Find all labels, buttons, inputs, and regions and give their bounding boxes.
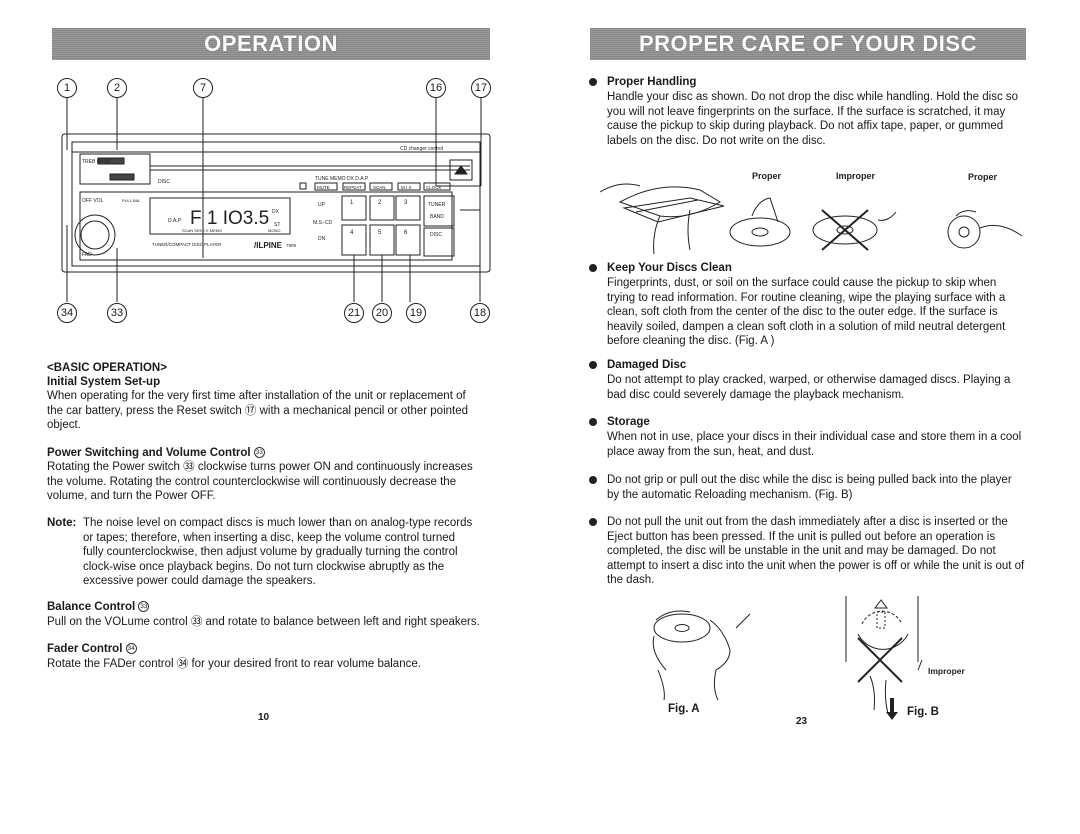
right-page: PROPER CARE OF YOUR DISC Proper Handling… bbox=[540, 0, 1080, 834]
treble-bass-label: TREB BASS bbox=[82, 159, 111, 165]
bullet-icon bbox=[589, 476, 597, 484]
preset-6-label: 6 bbox=[404, 230, 408, 236]
balance-title: Balance Control bbox=[47, 601, 136, 613]
cd-changer-label: CD changer control bbox=[400, 146, 443, 152]
basic-operation-heading: <BASIC OPERATION> bbox=[47, 362, 167, 374]
callout-18: 18 bbox=[470, 303, 490, 323]
clock-button-label: CLOCK bbox=[426, 185, 442, 190]
up-label: UP bbox=[318, 202, 326, 208]
callout-19: 19 bbox=[406, 303, 426, 323]
preset-4-label: 4 bbox=[350, 230, 354, 236]
disc-care-title: PROPER CARE OF YOUR DISC bbox=[639, 31, 977, 56]
head-unit-diagram: CD changer control TREB BASS DISC TUNE M… bbox=[61, 98, 491, 302]
scan-button-label: SCAN bbox=[373, 185, 386, 190]
tuner-label: TUNER bbox=[428, 202, 446, 208]
dap-label: D.A.P bbox=[168, 218, 182, 224]
bullet-icon bbox=[589, 418, 597, 426]
preset-1-label: 1 bbox=[350, 200, 354, 206]
storage-heading: Storage bbox=[607, 416, 650, 428]
label-proper-2: Proper bbox=[968, 172, 998, 182]
dx-label: DX bbox=[272, 209, 280, 215]
damaged-body: Do not attempt to play cracked, warped, … bbox=[607, 374, 1011, 401]
operation-banner: OPERATION bbox=[52, 28, 490, 60]
callout-21: 21 bbox=[344, 303, 364, 323]
label-improper: Improper bbox=[836, 171, 876, 181]
callout-20: 20 bbox=[372, 303, 392, 323]
callout-1: 1 bbox=[57, 78, 77, 98]
pull-body: Do not pull the unit out from the dash i… bbox=[607, 516, 1025, 586]
page-number-right: 23 bbox=[796, 716, 808, 727]
clean-heading: Keep Your Discs Clean bbox=[607, 262, 732, 274]
display-readout: F 1 IO3.5 bbox=[190, 208, 269, 229]
tune-memo-label: TUNE MEMO DX D.A.P bbox=[315, 176, 369, 182]
clean-body: Fingerprints, dust, or soil on the surfa… bbox=[607, 277, 1006, 347]
label-proper-1: Proper bbox=[752, 171, 782, 181]
operation-title: OPERATION bbox=[204, 31, 338, 56]
preset-5-label: 5 bbox=[378, 230, 382, 236]
disc-slot-label: DISC bbox=[158, 179, 170, 185]
preset-3-label: 3 bbox=[404, 200, 408, 206]
balance-heading: Balance Control 33 bbox=[47, 600, 150, 615]
damaged-heading: Damaged Disc bbox=[607, 359, 687, 371]
fig-b-caption: Fig. B bbox=[907, 706, 939, 718]
callout-16: 16 bbox=[426, 78, 446, 98]
balance-body: Pull on the VOLume control ㉝ and rotate … bbox=[47, 616, 480, 628]
handling-body: Handle your disc as shown. Do not drop t… bbox=[607, 91, 1019, 147]
mono-label: MONO bbox=[268, 228, 280, 233]
cleaning-and-reload-illustration: Improper bbox=[652, 596, 966, 720]
disc-handling-illustration: Proper Improper Proper bbox=[599, 171, 1023, 255]
bullet-icon bbox=[589, 518, 597, 526]
storage-body: When not in use, place your discs in the… bbox=[607, 431, 1022, 458]
page-number-left: 10 bbox=[258, 712, 270, 723]
power-title: Power Switching and Volume Control bbox=[47, 447, 251, 459]
fig-b-improper-label: Improper bbox=[928, 666, 966, 676]
note-label: Note: bbox=[47, 517, 77, 529]
left-page: OPERATION 1 2 7 16 17 bbox=[47, 28, 491, 723]
band-label: BAND bbox=[430, 214, 444, 220]
initial-setup-heading: Initial System Set-up bbox=[47, 376, 161, 388]
bullet-icon bbox=[589, 78, 597, 86]
power-ref-circle: 33 bbox=[253, 447, 265, 459]
bullet-icon bbox=[589, 264, 597, 272]
callout-17: 17 bbox=[471, 78, 491, 98]
ms-cd-label: M.S.-CD bbox=[313, 220, 333, 226]
callout-2: 2 bbox=[107, 78, 127, 98]
disc-care-banner: PROPER CARE OF YOUR DISC bbox=[590, 28, 1026, 60]
callout-7: 7 bbox=[193, 78, 213, 98]
preset-2-label: 2 bbox=[378, 200, 382, 206]
fader-body: Rotate the FADer control ㉞ for your desi… bbox=[47, 658, 421, 670]
repeat-button-label: REPEAT bbox=[344, 185, 362, 190]
model-label: 7909 bbox=[286, 243, 297, 248]
off-vol-label: OFF VOL bbox=[82, 198, 104, 204]
disc-button-label: DISC bbox=[430, 232, 442, 238]
fader-title: Fader Control bbox=[47, 643, 123, 655]
balance-ref-circle: 33 bbox=[138, 601, 150, 613]
dn-label: DN bbox=[318, 236, 326, 242]
power-body: Rotating the Power switch ㉝ clockwise tu… bbox=[47, 461, 473, 502]
fad-label: FAD bbox=[82, 252, 92, 258]
fig-a-caption: Fig. A bbox=[668, 703, 700, 715]
brand-logo: /ILPINE bbox=[254, 241, 283, 250]
power-heading: Power Switching and Volume Control 33 bbox=[47, 446, 265, 461]
bullet-icon bbox=[589, 361, 597, 369]
note-body: The noise level on compact discs is much… bbox=[83, 517, 473, 587]
fader-heading: Fader Control 34 bbox=[47, 642, 137, 657]
grip-body: Do not grip or pull out the disc while t… bbox=[607, 474, 1012, 501]
pull-bal-label: PULL BAL bbox=[122, 198, 141, 203]
initial-setup-body: When operating for the very first time a… bbox=[47, 390, 469, 431]
st-label: ST bbox=[274, 222, 280, 228]
mute-button-label: MUTE bbox=[317, 185, 330, 190]
callout-33: 33 bbox=[107, 303, 127, 323]
scan-seek-memo-label: SCAN SEEK K MEMO bbox=[182, 228, 222, 233]
tuner-compact-label: TUNER/COMPACT DISC PLAYER bbox=[152, 242, 222, 247]
handling-heading: Proper Handling bbox=[607, 76, 697, 88]
mix-button-label: M I X bbox=[401, 185, 412, 190]
callout-34: 34 bbox=[57, 303, 77, 323]
fader-ref-circle: 34 bbox=[125, 643, 137, 655]
